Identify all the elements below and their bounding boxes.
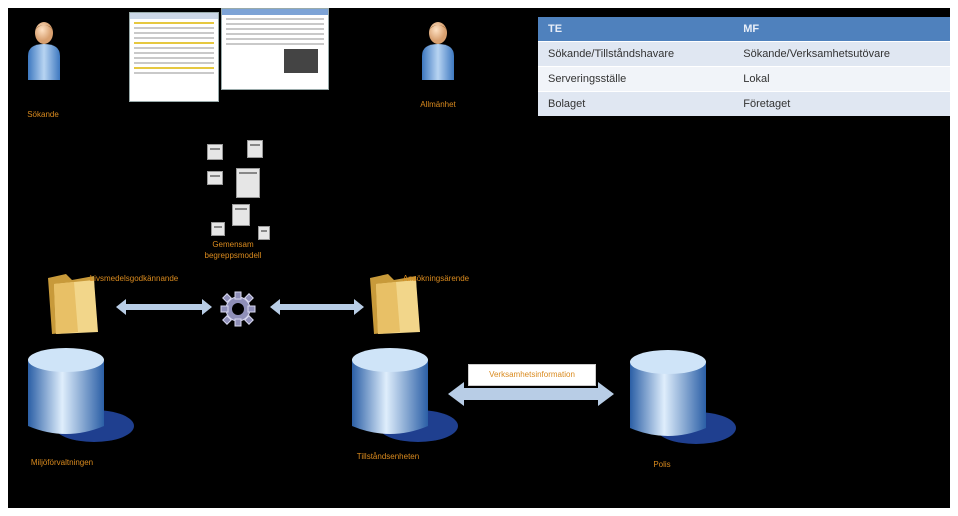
web-page-screenshot xyxy=(221,8,329,90)
table-cell: Sökande/Verksamhetsutövare xyxy=(733,41,950,67)
table-cell: Bolaget xyxy=(538,91,734,116)
right-database-label: Polis xyxy=(653,460,671,469)
table-header-te: TE xyxy=(538,17,734,42)
middle-database-label: Tillståndsenheten xyxy=(356,452,420,461)
left-double-arrow xyxy=(116,299,212,315)
table-row: Sökande/Tillståndshavare Sökande/Verksam… xyxy=(538,41,950,67)
diagram-canvas: Sökande Allmänhet TE MF Sökande/Tillstån… xyxy=(8,8,950,508)
applicant-label: Sökande xyxy=(27,110,59,119)
exchange-label: Verksamhetsinformation xyxy=(468,364,596,386)
term-comparison-table: TE MF Sökande/Tillståndshavare Sökande/V… xyxy=(538,17,950,116)
web-form-screenshot xyxy=(129,12,219,102)
right-double-arrow xyxy=(270,299,364,315)
public-label: Allmänhet xyxy=(420,100,456,109)
table-header-mf: MF xyxy=(733,17,950,42)
right-folder-label: Ansökningsärende xyxy=(402,274,470,283)
left-database-icon xyxy=(28,348,134,442)
left-database-label: Miljöförvaltningen xyxy=(30,458,94,467)
right-folder-icon xyxy=(370,274,420,334)
gear-icon xyxy=(220,291,256,327)
middle-database-icon xyxy=(352,348,458,442)
table-cell: Företaget xyxy=(733,91,950,116)
concept-model-label-line1: Gemensam xyxy=(212,240,254,249)
public-person-icon xyxy=(422,22,454,80)
concept-model-label-line2: begreppsmodell xyxy=(204,251,262,260)
applicant-person-icon xyxy=(28,22,60,80)
left-folder-label: Livsmedelsgodkännande xyxy=(89,274,179,283)
right-database-icon xyxy=(630,350,736,444)
table-cell: Serveringsställe xyxy=(538,66,734,92)
table-row: Serveringsställe Lokal xyxy=(538,66,950,92)
table-cell: Lokal xyxy=(733,66,950,92)
exchange-double-arrow xyxy=(448,382,614,406)
table-row: Bolaget Företaget xyxy=(538,91,950,116)
left-folder-icon xyxy=(48,274,98,334)
table-cell: Sökande/Tillståndshavare xyxy=(538,41,734,67)
